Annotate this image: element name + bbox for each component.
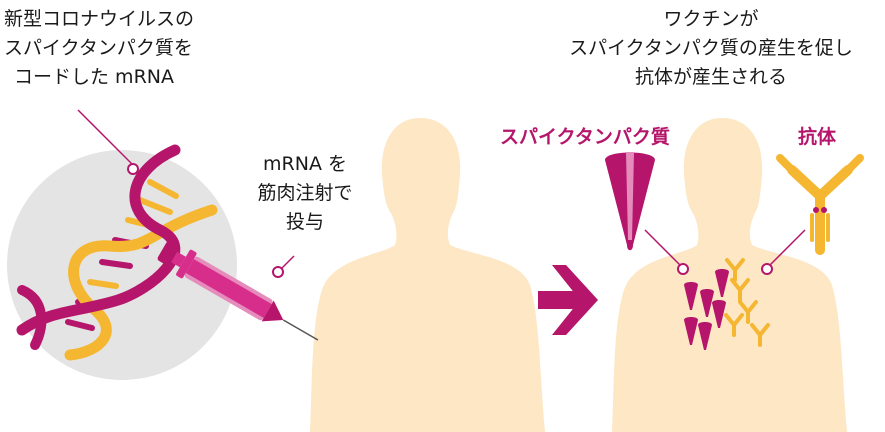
- right-body-silhouette: [612, 118, 847, 432]
- dna-pointer-line: [77, 109, 134, 166]
- injection-pointer-line: [279, 255, 295, 271]
- syringe-icon: [157, 241, 319, 341]
- right-caption: ワクチンが スパイクタンパク質の産生を促し 抗体が産生される: [540, 5, 882, 92]
- chest-antibodies: [724, 258, 770, 347]
- dna-pointer-dot: [127, 163, 139, 175]
- spike-protein-icon: [605, 152, 655, 251]
- antibody-pointer-line: [769, 229, 806, 266]
- spike-pointer-dot: [677, 263, 689, 275]
- antibody-pointer-dot: [761, 263, 773, 275]
- injection-caption-line-2: 筋肉注射で: [257, 182, 353, 204]
- arrow-right-icon: [538, 265, 598, 335]
- left-caption-line-1: 新型コロナウイルスの: [4, 8, 195, 30]
- right-caption-line-2: スパイクタンパク質の産生を促し: [569, 37, 853, 59]
- spike-pointer-line: [644, 229, 681, 266]
- left-body-silhouette: [310, 118, 545, 432]
- injection-caption-line-3: 投与: [285, 211, 324, 233]
- antibody-label: 抗体: [798, 126, 837, 148]
- left-caption: 新型コロナウイルスの スパイクタンパク質を コードした mRNA: [4, 5, 214, 92]
- injection-caption: mRNA を 筋肉注射で 投与: [240, 150, 370, 237]
- injection-pointer-dot: [272, 266, 284, 278]
- left-caption-line-2: スパイクタンパク質を: [4, 37, 193, 59]
- right-caption-line-3: 抗体が産生される: [634, 66, 787, 88]
- chest-spike-proteins: [684, 269, 729, 350]
- spike-protein-label: スパイクタンパク質: [500, 126, 670, 148]
- antibody-icon: [776, 154, 864, 255]
- left-caption-line-3: コードした mRNA: [14, 66, 174, 88]
- right-caption-line-1: ワクチンが: [663, 8, 759, 30]
- injection-caption-line-1: mRNA を: [263, 153, 347, 175]
